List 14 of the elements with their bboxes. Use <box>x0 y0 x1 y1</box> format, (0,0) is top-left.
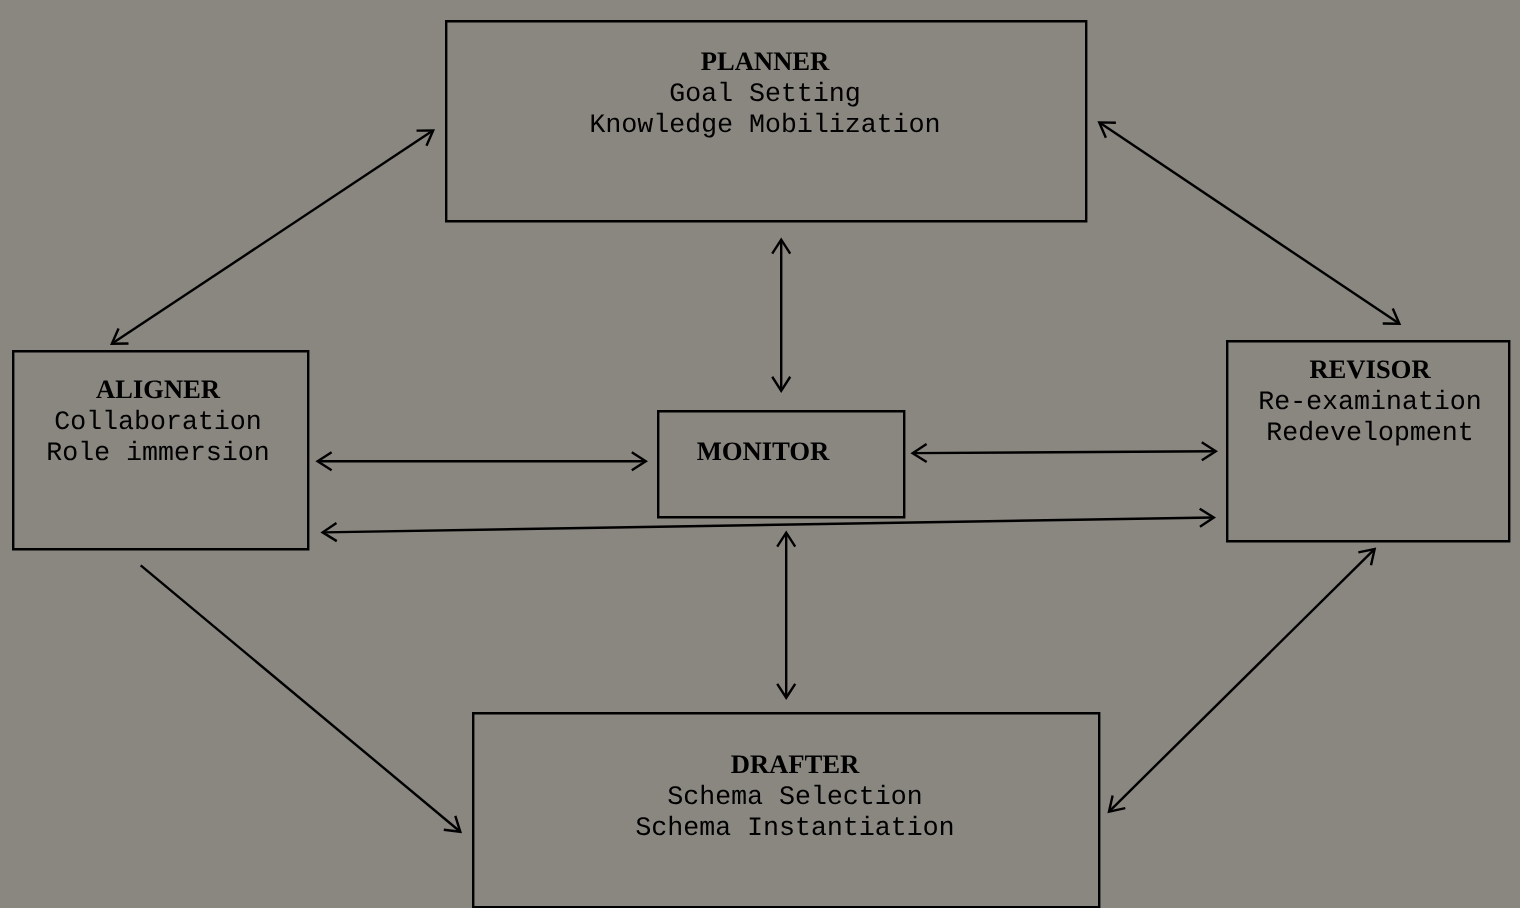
process-box: PLANNER Goal Setting Knowledge Mobilization <box>445 20 1088 223</box>
arrow <box>139 564 462 834</box>
arrow <box>320 507 1216 543</box>
arrow <box>910 441 1218 464</box>
process-box: DRAFTER Schema Selection Schema Instantiation <box>472 712 1101 908</box>
arrow <box>771 237 792 393</box>
process-box: MONITOR <box>657 410 906 519</box>
arrow <box>315 451 648 472</box>
arrow <box>1107 547 1377 814</box>
arrow <box>110 129 435 345</box>
process-box: ALIGNER Collaboration Role immersion <box>12 350 310 551</box>
arrow <box>1097 121 1402 325</box>
arrow <box>776 530 797 700</box>
process-box: REVISOR Re-examination Redevelopment <box>1226 340 1511 543</box>
